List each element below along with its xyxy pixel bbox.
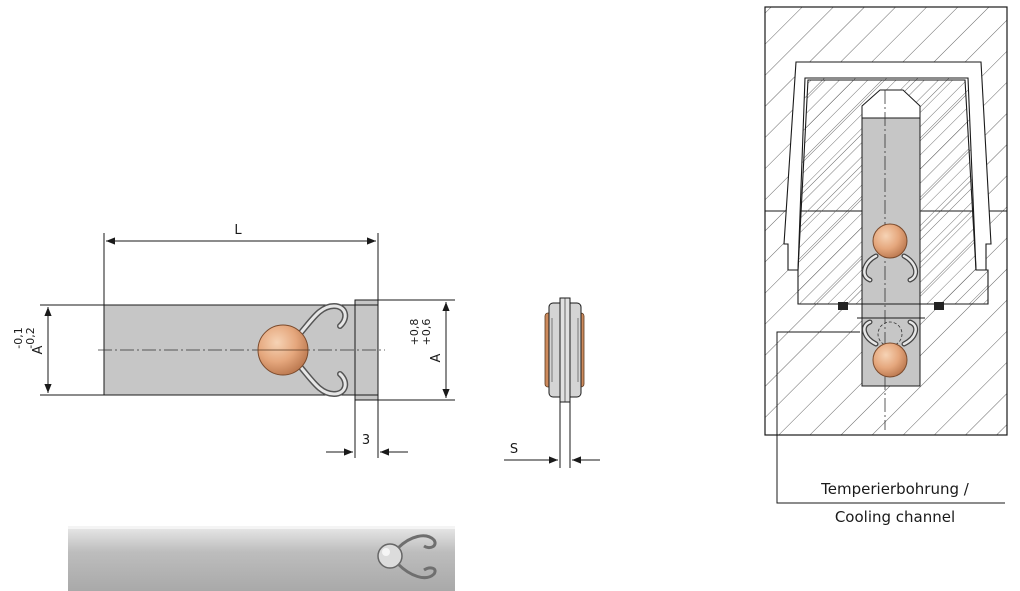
tol-upper-left: -0,1 [12, 327, 25, 348]
tol-lower-right: +0,6 [420, 319, 433, 346]
section-view: Temperierbohrung / Cooling channel [764, 6, 1008, 526]
label-S: S [510, 442, 518, 457]
photo-view [68, 526, 455, 591]
dim-length: L [103, 223, 379, 305]
tol-lower-left: -0,2 [24, 327, 37, 348]
tol-upper-right: +0,8 [408, 319, 421, 346]
caption-leader [776, 331, 1005, 504]
dim-width-right: A +0,8 +0,6 [378, 299, 455, 401]
bar-body [103, 304, 356, 396]
spring-clip [295, 302, 349, 398]
front-view: L A -0,1 -0,2 A +0,8 +0,6 3 [12, 223, 455, 458]
caption-line-1: Temperierbohrung / [820, 480, 970, 498]
side-view: S [504, 297, 600, 468]
label-A-left: A [31, 345, 46, 354]
caption-line-2: Cooling channel [835, 508, 955, 526]
label-A-right: A [429, 353, 444, 362]
dim-offset: 3 [326, 400, 408, 458]
label-3: 3 [362, 433, 370, 448]
label-L: L [234, 223, 242, 238]
dim-width-left: A -0,1 -0,2 [12, 304, 104, 396]
